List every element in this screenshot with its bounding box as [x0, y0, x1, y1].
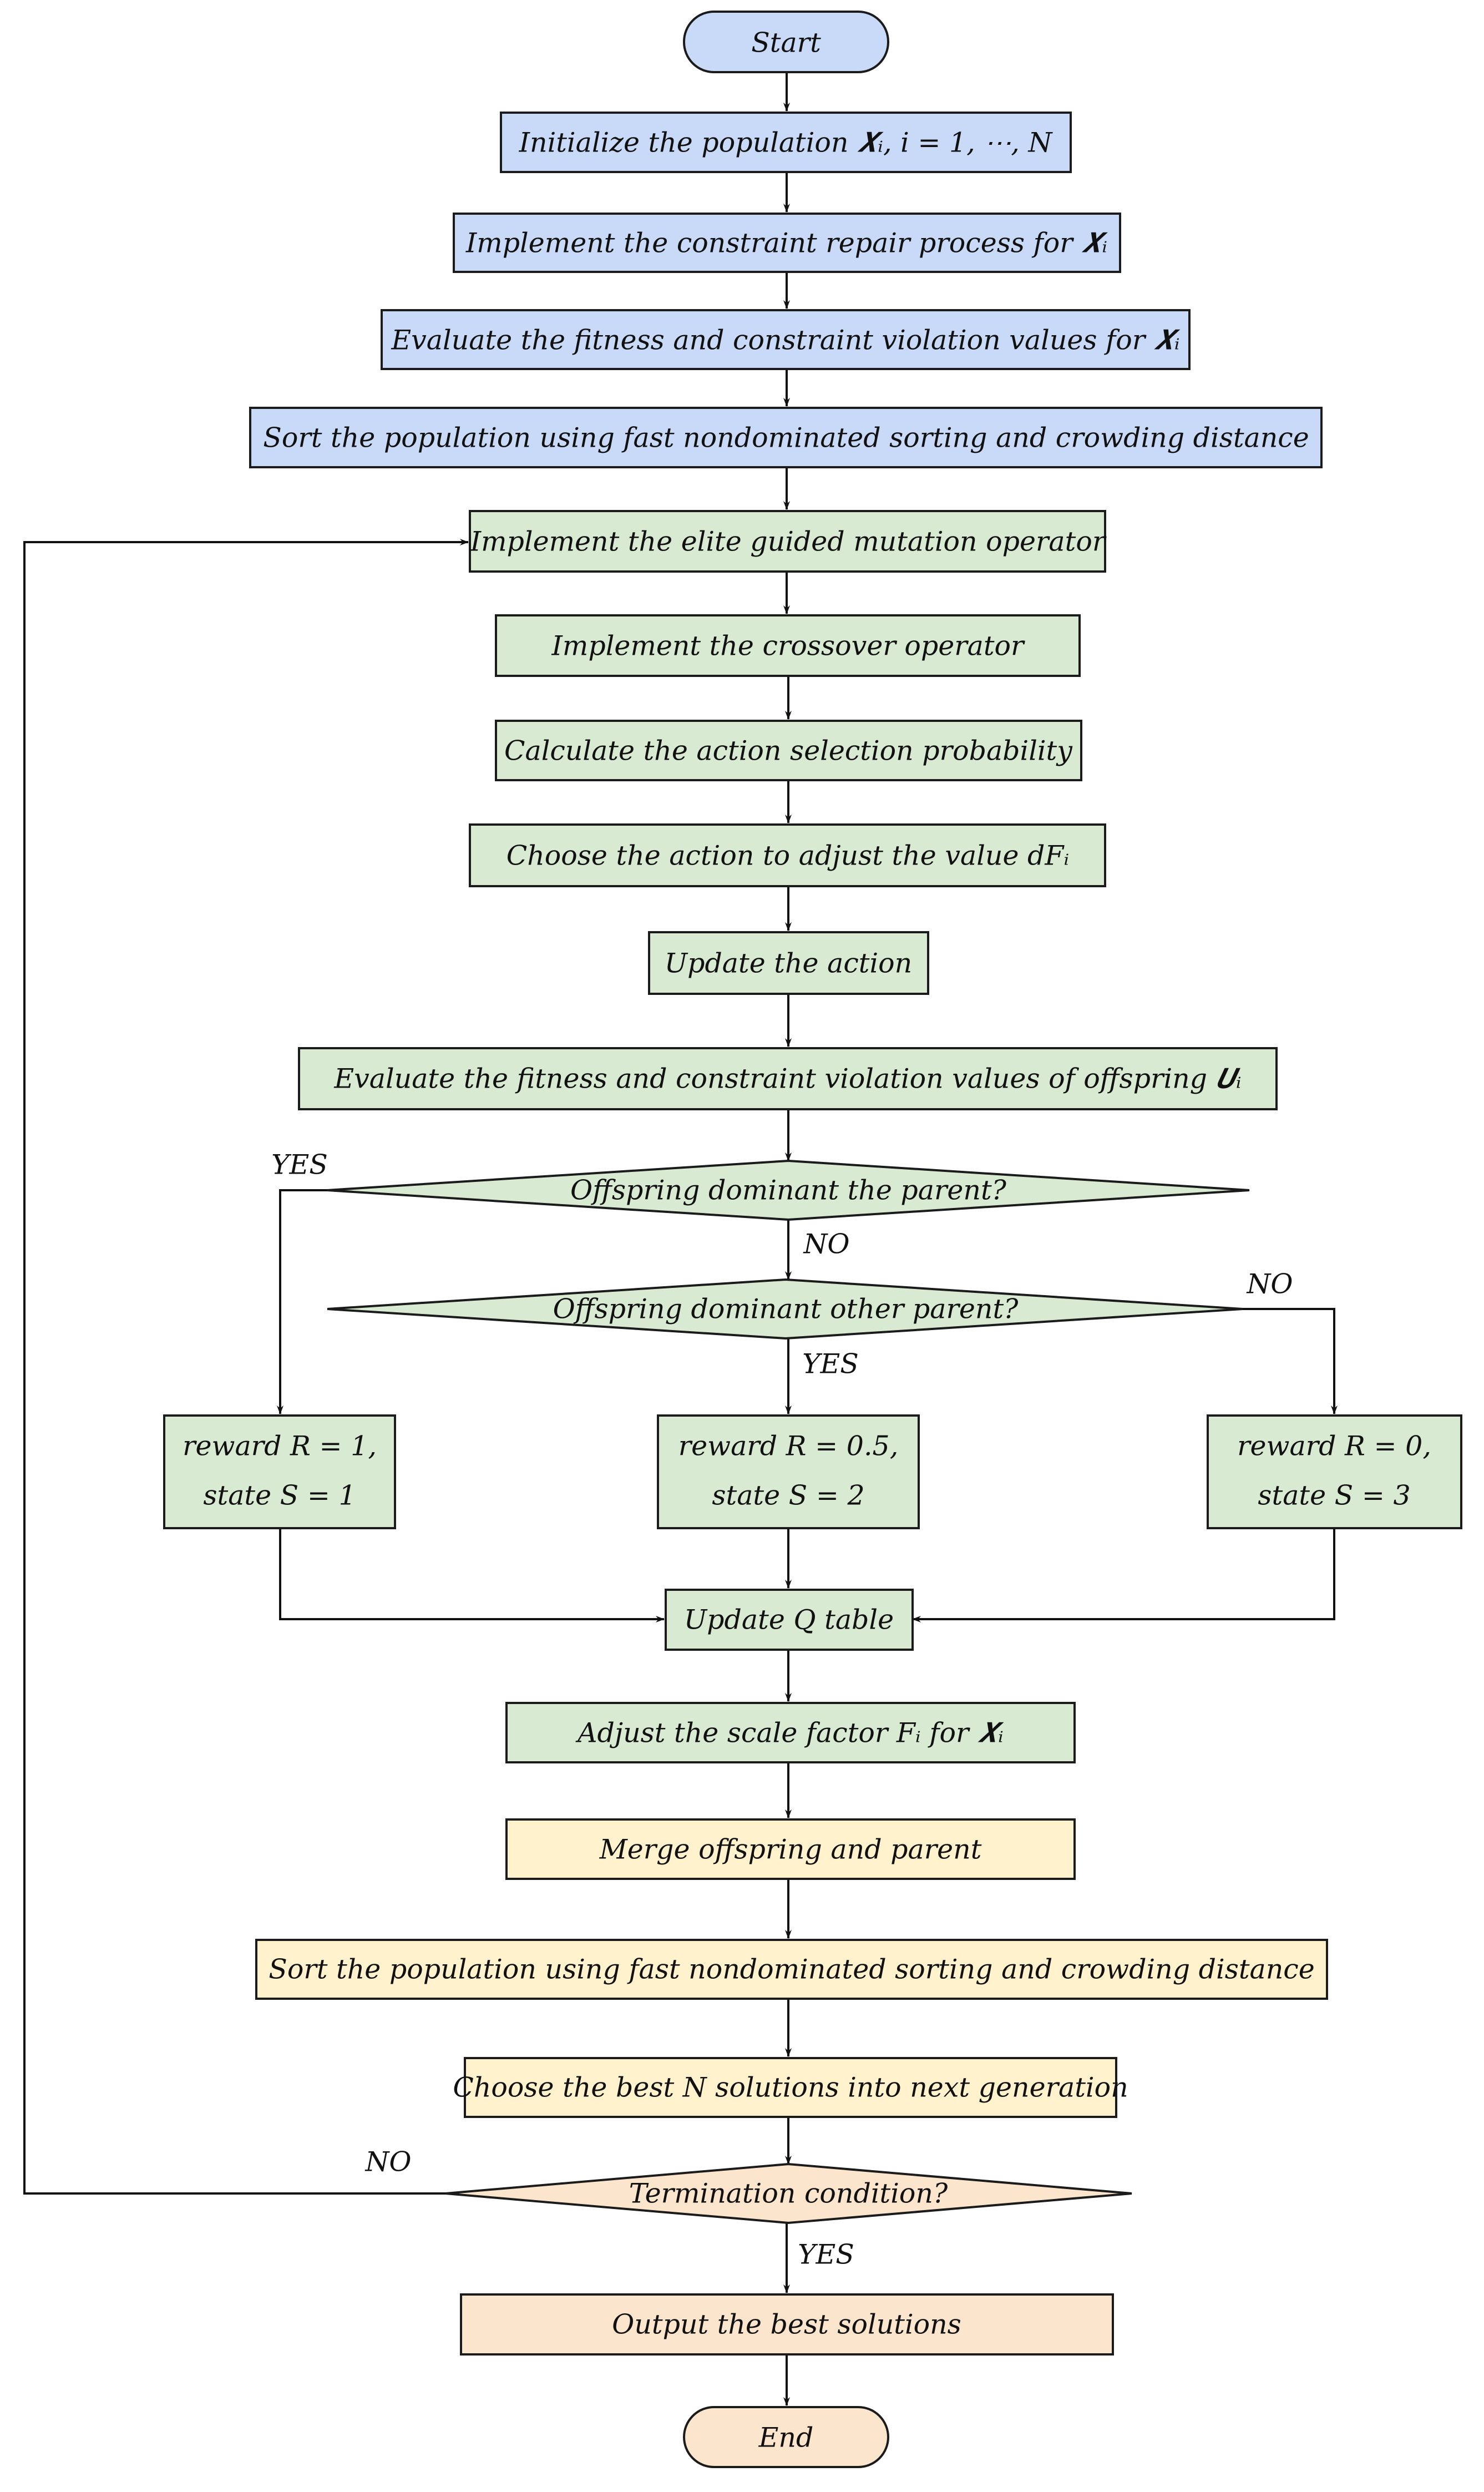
- reward1-node: reward R = 1, state S = 1: [163, 1414, 396, 1529]
- output-box: [460, 2293, 1114, 2355]
- reward1-line1: reward R = 1,: [183, 1431, 377, 1462]
- start-node: Start: [683, 11, 889, 73]
- choose-action-label: Choose the action to adjust the value dF…: [507, 840, 1070, 872]
- reward3-node: reward R = 0, state S = 3: [1207, 1414, 1462, 1529]
- edge-term-no-to-mutation: [23, 539, 469, 2195]
- merge-box: [505, 1818, 1076, 1880]
- reward1-line2: state S = 1: [203, 1480, 356, 1512]
- dec1-yes-label: YES: [271, 1149, 328, 1181]
- eval1-label: Evaluate the fitness and constraint viol…: [391, 325, 1180, 356]
- sort1-box: [249, 407, 1323, 468]
- prob-label: Calculate the action selection probabili…: [504, 735, 1073, 767]
- sort1-node: Sort the population using fast nondomina…: [249, 407, 1323, 468]
- crossover-box: [495, 614, 1081, 677]
- end-label: End: [758, 2422, 814, 2454]
- prob-box: [495, 720, 1082, 781]
- prob-node: Calculate the action selection probabili…: [495, 720, 1082, 781]
- repair-box: [453, 213, 1121, 273]
- eval2-box: [298, 1047, 1278, 1110]
- update-action-label: Update the action: [665, 948, 912, 979]
- adjust-box: [505, 1702, 1076, 1763]
- eval2-label: Evaluate the fitness and constraint viol…: [333, 1063, 1241, 1095]
- edge-reward1-to-qtable: [279, 1528, 665, 1622]
- merge-label: Merge offspring and parent: [599, 1834, 982, 1866]
- mutation-label: Implement the elite guided mutation oper…: [470, 526, 1107, 558]
- qtable-box: [665, 1589, 914, 1651]
- adjust-node: Adjust the scale factor Fᵢ for 𝑿ᵢ: [505, 1702, 1076, 1763]
- edges: [23, 72, 1338, 2406]
- dec1-diamond: [327, 1159, 1250, 1221]
- update-action-node: Update the action: [648, 931, 929, 995]
- reward1-box: [163, 1414, 396, 1529]
- term-yes-label: YES: [798, 2239, 854, 2271]
- term-no-label: NO: [364, 2146, 411, 2178]
- init-label: Initialize the population 𝑿ᵢ, i = 1, ⋯, …: [519, 127, 1054, 159]
- term-label: Termination condition?: [629, 2178, 948, 2210]
- term-node: Termination condition?: [445, 2162, 1132, 2225]
- end-node: End: [683, 2406, 889, 2468]
- sort1-label: Sort the population using fast nondomina…: [263, 422, 1309, 454]
- best-n-label: Choose the best N solutions into next ge…: [453, 2072, 1128, 2104]
- choose-action-box: [469, 823, 1106, 887]
- eval1-node: Evaluate the fitness and constraint viol…: [381, 309, 1191, 370]
- term-diamond: [445, 2162, 1132, 2225]
- sort2-box: [255, 1939, 1328, 2000]
- init-node: Initialize the population 𝑿ᵢ, i = 1, ⋯, …: [500, 112, 1072, 173]
- dec2-diamond: [327, 1278, 1243, 1340]
- reward2-line2: state S = 2: [712, 1480, 864, 1512]
- reward2-line1: reward R = 0.5,: [678, 1431, 899, 1462]
- output-node: Output the best solutions: [460, 2293, 1114, 2355]
- reward3-line2: state S = 3: [1258, 1480, 1410, 1512]
- repair-label: Implement the constraint repair process …: [465, 228, 1108, 259]
- sort2-label: Sort the population using fast nondomina…: [269, 1954, 1315, 1985]
- start-label: Start: [751, 27, 821, 59]
- end-terminal: [683, 2406, 889, 2468]
- dec1-label: Offspring dominant the parent?: [570, 1175, 1007, 1206]
- init-box: [500, 112, 1072, 173]
- crossover-node: Implement the crossover operator: [495, 614, 1081, 677]
- dec2-node: Offspring dominant other parent?: [327, 1278, 1243, 1340]
- dec2-yes-label: YES: [802, 1348, 859, 1380]
- edge-reward3-to-qtable: [912, 1528, 1335, 1622]
- reward3-line1: reward R = 0,: [1237, 1431, 1431, 1462]
- crossover-label: Implement the crossover operator: [551, 630, 1025, 662]
- choose-action-node: Choose the action to adjust the value dF…: [469, 823, 1106, 887]
- dec2-label: Offspring dominant other parent?: [553, 1293, 1019, 1325]
- merge-node: Merge offspring and parent: [505, 1818, 1076, 1880]
- repair-node: Implement the constraint repair process …: [453, 213, 1121, 273]
- qtable-label: Update Q table: [684, 1604, 894, 1636]
- eval1-box: [381, 309, 1191, 370]
- mutation-node: Implement the elite guided mutation oper…: [469, 510, 1107, 573]
- best-n-node: Choose the best N solutions into next ge…: [453, 2057, 1128, 2118]
- edge-dec1-yes-to-reward1: [277, 1189, 327, 1414]
- eval2-node: Evaluate the fitness and constraint viol…: [298, 1047, 1278, 1110]
- start-terminal: [683, 11, 889, 73]
- reward2-box: [657, 1414, 920, 1529]
- edge-dec2-no-to-reward3: [1243, 1308, 1338, 1414]
- dec1-no-label: NO: [803, 1229, 849, 1260]
- qtable-node: Update Q table: [665, 1589, 914, 1651]
- edge-labels: YES NO YES NO NO YES: [271, 1149, 1293, 2271]
- reward3-box: [1207, 1414, 1462, 1529]
- sort2-node: Sort the population using fast nondomina…: [255, 1939, 1328, 2000]
- mutation-box: [469, 510, 1106, 573]
- update-action-box: [648, 931, 929, 995]
- dec2-no-label: NO: [1246, 1268, 1293, 1300]
- reward2-node: reward R = 0.5, state S = 2: [657, 1414, 920, 1529]
- output-label: Output the best solutions: [612, 2309, 961, 2341]
- adjust-label: Adjust the scale factor Fᵢ for 𝑿ᵢ: [575, 1717, 1004, 1749]
- dec1-node: Offspring dominant the parent?: [327, 1159, 1250, 1221]
- best-n-box: [464, 2057, 1117, 2118]
- nodes: Start Initialize the population 𝑿ᵢ, i = …: [163, 11, 1462, 2468]
